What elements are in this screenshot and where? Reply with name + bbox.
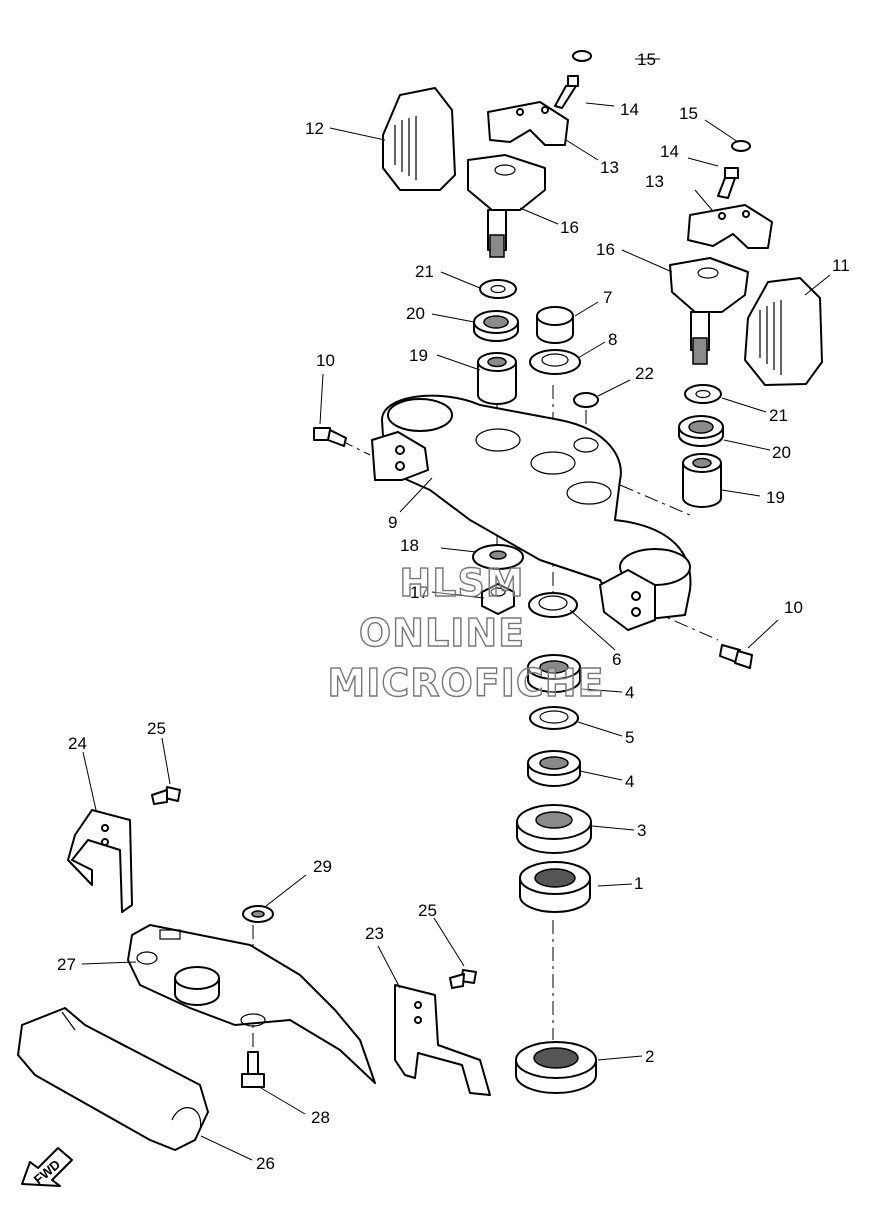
callout-22: 22 <box>635 364 654 383</box>
washer-21-left <box>479 279 517 299</box>
nut-17 <box>481 583 515 615</box>
bolt-10-left <box>313 427 347 447</box>
callout-20-left: 20 <box>406 304 425 323</box>
callout-4-upper: 4 <box>625 683 634 702</box>
damper-19-right <box>682 453 722 508</box>
callout-5: 5 <box>625 728 634 747</box>
callout-27: 27 <box>57 955 76 974</box>
plate-27 <box>127 924 376 1084</box>
callout-9: 9 <box>388 513 397 532</box>
bolt-25-right <box>449 969 477 989</box>
callout-16-left: 16 <box>560 218 579 237</box>
callout-16-right: 16 <box>596 240 615 259</box>
bracket-24 <box>67 809 133 913</box>
callout-14-left: 14 <box>620 100 639 119</box>
callout-25-left: 25 <box>147 719 166 738</box>
callout-26: 26 <box>256 1154 275 1173</box>
callout-15-left: 15 <box>637 50 656 69</box>
lower-holder-right <box>669 257 749 365</box>
bushing-20-right <box>678 415 724 447</box>
callout-1: 1 <box>634 874 643 893</box>
callout-25-right: 25 <box>418 901 437 920</box>
ring-nut-4-upper <box>527 654 581 693</box>
watermark-line-3: MICROFICHE <box>327 661 604 705</box>
bolt-25-left <box>151 786 181 805</box>
cap-22 <box>573 392 599 408</box>
callout-13-left: 13 <box>600 158 619 177</box>
callout-2: 2 <box>645 1047 654 1066</box>
callout-8: 8 <box>608 330 617 349</box>
callout-19-left: 19 <box>409 346 428 365</box>
callout-18: 18 <box>400 536 419 555</box>
bearing-1 <box>519 861 591 913</box>
callout-21-left: 21 <box>415 262 434 281</box>
bearing-2 <box>515 1041 597 1094</box>
washer-8 <box>529 349 581 375</box>
washer-6 <box>528 592 578 618</box>
callout-20-right: 20 <box>772 443 791 462</box>
callout-6: 6 <box>612 650 621 669</box>
cover-26 <box>17 1007 209 1151</box>
bolt-14-right <box>717 167 739 199</box>
callout-23: 23 <box>365 924 384 943</box>
cap-15-left <box>572 50 592 62</box>
callout-10-left: 10 <box>316 351 335 370</box>
callout-12: 12 <box>305 119 324 138</box>
callout-13-right: 13 <box>645 172 664 191</box>
callout-15-right: 15 <box>679 104 698 123</box>
callout-11: 11 <box>832 256 850 275</box>
watermark: HLSM ONLINE MICROFICHE <box>327 560 605 705</box>
callout-24: 24 <box>68 734 87 753</box>
callout-19-right: 19 <box>766 488 785 507</box>
damper-19-left <box>477 352 517 405</box>
fwd-arrow-badge: FWD <box>21 1147 73 1187</box>
callout-4-lower: 4 <box>625 772 634 791</box>
bolt-28 <box>241 1051 265 1088</box>
callout-3: 3 <box>637 821 646 840</box>
lower-holder-left <box>467 154 546 258</box>
under-bracket <box>371 394 692 631</box>
upper-holder-right <box>687 204 773 249</box>
bearing-cover-3 <box>516 804 592 854</box>
callout-7: 7 <box>603 288 612 307</box>
washer-5 <box>529 706 579 730</box>
grommet-29 <box>242 905 274 923</box>
watermark-line-2: ONLINE <box>359 611 525 655</box>
handle-cover-right <box>744 277 823 386</box>
bolt-14-left <box>554 75 579 109</box>
callout-14-right: 14 <box>660 142 679 161</box>
bracket-23 <box>394 984 491 1096</box>
callout-28: 28 <box>311 1108 330 1127</box>
washer-18 <box>472 544 524 570</box>
bolt-10-right <box>719 644 753 669</box>
cap-15-right <box>731 140 751 152</box>
callout-21-right: 21 <box>769 406 788 425</box>
ring-nut-4-lower <box>527 750 581 787</box>
bushing-20-left <box>473 310 519 342</box>
washer-21-right <box>684 384 722 404</box>
upper-holder-left <box>487 101 569 146</box>
handle-cover-left <box>382 87 456 191</box>
cap-nut-7 <box>536 306 574 344</box>
callout-numbers: 1 2 3 4 4 5 6 7 8 9 10 10 11 12 13 13 14… <box>57 50 850 1173</box>
callout-10-right: 10 <box>784 598 803 617</box>
callout-17: 17 <box>410 583 429 602</box>
watermark-line-1: HLSM <box>399 561 524 605</box>
callout-29: 29 <box>313 857 332 876</box>
leader-lines <box>81 58 831 1161</box>
